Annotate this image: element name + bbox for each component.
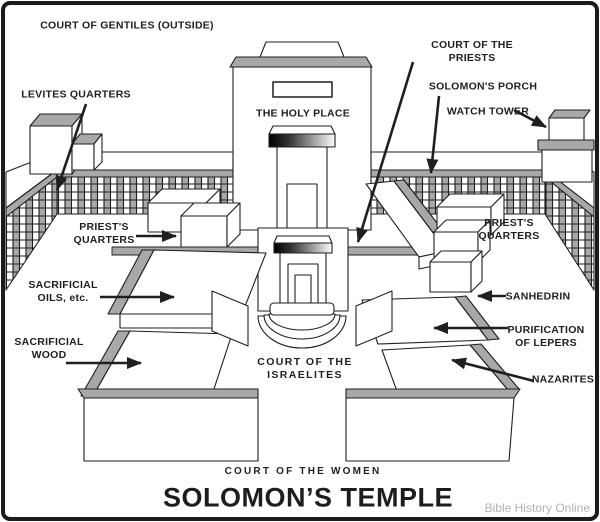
priests-quarters-right-boxes xyxy=(429,193,505,293)
label-sacrificial-oils: SACRIFICIAL OILS, etc. xyxy=(28,279,98,304)
label-purification-of-lepers: PURIFICATION OF LEPERS xyxy=(507,324,585,349)
women-court-left-block xyxy=(77,388,259,462)
label-court-of-the-israelites: COURT OF THE ISRAELITES xyxy=(257,356,353,381)
entrance-steps xyxy=(257,302,347,349)
women-court-right-block xyxy=(345,388,521,462)
label-solomons-porch: SOLOMON'S PORCH xyxy=(428,80,538,93)
steps-flank-walls xyxy=(211,290,393,347)
arrow-solomons-porch xyxy=(426,95,441,174)
label-sacrificial-wood: SACRIFICIAL WOOD xyxy=(14,336,84,361)
pointer-arrows xyxy=(55,61,547,383)
label-court-of-the-priests: COURT OF THE PRIESTS xyxy=(431,39,513,64)
arrow-court-of-the-priests xyxy=(356,61,415,243)
label-priests-quarters-left: PRIEST'S QUARTERS xyxy=(73,221,135,246)
arrow-levites-quarters xyxy=(55,103,88,191)
diagram-title: SOLOMON’S TEMPLE xyxy=(162,482,454,513)
gate-pavilion xyxy=(257,227,349,312)
arrow-watch-tower xyxy=(513,108,547,129)
label-nazarites: NAZARITES xyxy=(531,373,595,386)
watch-tower-building xyxy=(537,109,595,183)
label-priests-quarters-right: PRIEST'S QUARTERS xyxy=(478,217,540,242)
credit-text: Bible History Online xyxy=(484,501,590,515)
label-the-holy-place: THE HOLY PLACE xyxy=(256,107,350,120)
holy-place-building xyxy=(229,41,373,231)
priests-quarters-left-boxes xyxy=(147,188,241,248)
arrow-nazarites xyxy=(451,357,535,383)
label-levites-quarters: LEVITES QUARTERS xyxy=(21,88,131,101)
label-court-of-gentiles: COURT OF GENTILES (OUTSIDE) xyxy=(40,19,214,32)
nazarites-platform xyxy=(381,343,520,395)
label-watch-tower: WATCH TOWER xyxy=(446,105,530,118)
label-sanhedrin: SANHEDRIN xyxy=(505,290,571,303)
label-court-of-the-women: COURT OF THE WOMEN xyxy=(224,465,382,477)
